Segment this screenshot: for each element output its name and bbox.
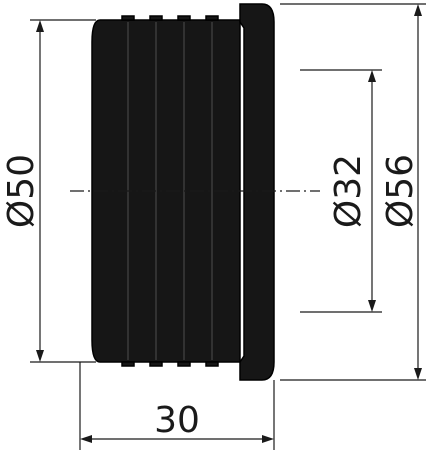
length-label: 30 bbox=[154, 400, 200, 441]
length-dimension: 30 bbox=[79, 362, 275, 450]
inner-diameter-dimension: Ø32 bbox=[300, 69, 382, 313]
flange-diameter-dimension: Ø56 bbox=[280, 3, 426, 381]
outer-diameter-label: Ø50 bbox=[1, 154, 42, 228]
flange-diameter-label: Ø56 bbox=[380, 154, 421, 228]
inner-diameter-label: Ø32 bbox=[328, 154, 369, 228]
outer-diameter-dimension: Ø50 bbox=[1, 19, 96, 363]
flange bbox=[239, 3, 275, 381]
